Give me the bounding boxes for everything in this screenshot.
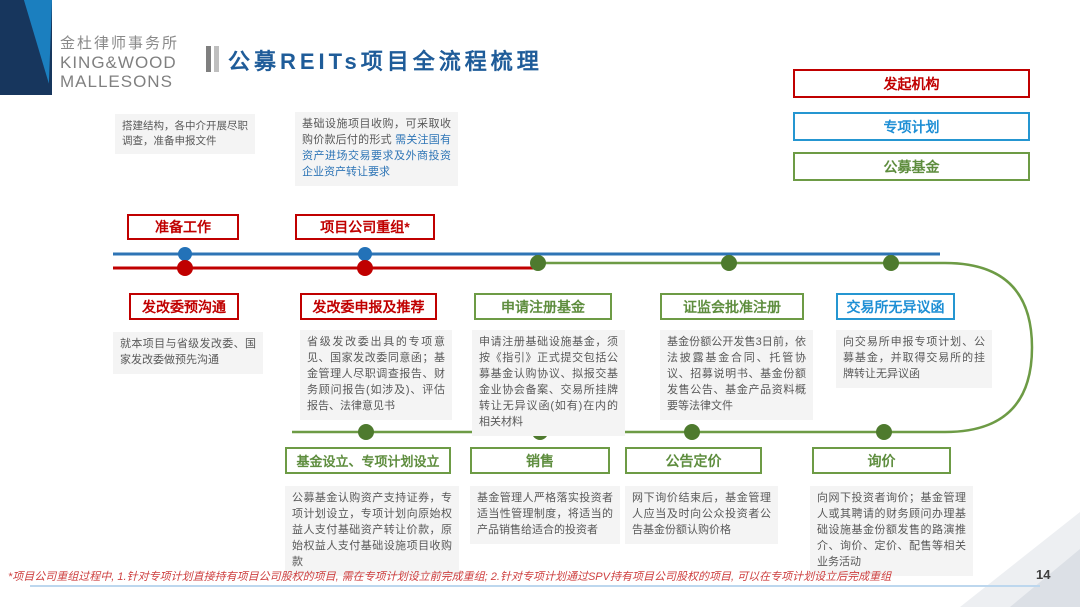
green-node-register bbox=[530, 255, 546, 271]
note-ndrc-filing: 省级发改委出具的专项意见、国家发改委同意函；基金管理人尽职调查报告、财务顾问报告… bbox=[300, 330, 452, 420]
green-node-inquiry bbox=[876, 424, 892, 440]
stage-sale-label: 销售 bbox=[526, 452, 554, 469]
blue-node-prep bbox=[178, 247, 192, 261]
stage-price-announcement-label: 公告定价 bbox=[665, 452, 722, 469]
stage-ndrc-filing-label: 发改委申报及推荐 bbox=[312, 298, 425, 315]
stage-fund-registration-label: 申请注册基金 bbox=[501, 298, 585, 315]
prep-note-acquisition: 基础设施项目收购，可采取收购价款后付的形式 需关注国有资产进场交易要求及外商投资… bbox=[295, 112, 458, 186]
green-node-setup bbox=[358, 424, 374, 440]
stage-preparation: 准备工作 bbox=[127, 214, 239, 240]
prep-note-acquisition-gray: 基础设施项目收购，可采取收购价款后付的形式 bbox=[302, 118, 451, 146]
note-sale: 基金管理人严格落实投资者适当性管理制度，将适当的产品销售给适合的投资者 bbox=[470, 486, 620, 544]
stage-csrc-approval: 证监会批准注册 bbox=[660, 293, 804, 320]
stage-sale: 销售 bbox=[470, 447, 610, 474]
stage-inquiry-label: 询价 bbox=[867, 452, 896, 469]
stage-fund-registration: 申请注册基金 bbox=[474, 293, 612, 320]
legend-special-plan: 专项计划 bbox=[793, 112, 1030, 141]
stage-ndrc-precommunication-label: 发改委预沟通 bbox=[142, 298, 226, 315]
kwm-logo-mark bbox=[0, 0, 52, 95]
stage-preparation-label: 准备工作 bbox=[155, 219, 211, 235]
stage-ndrc-filing: 发改委申报及推荐 bbox=[300, 293, 437, 320]
logo-english-name-line2: MALLESONS bbox=[60, 71, 173, 91]
footer-divider bbox=[30, 585, 1040, 587]
red-node-restructure bbox=[357, 260, 373, 276]
note-csrc-approval: 基金份额公开发售3日前，依法披露基金合同、托管协议、招募说明书、基金份额发售公告… bbox=[660, 330, 813, 420]
stage-ndrc-precommunication: 发改委预沟通 bbox=[129, 293, 239, 320]
note-fund-plan-setup: 公募基金认购资产支持证券，专项计划设立，专项计划向原始权益人支付基础资产转让价款… bbox=[285, 486, 459, 576]
page-title: 公募REITs项目全流程梳理 bbox=[228, 49, 543, 74]
kwm-logo-text: 金杜律师事务所 KING&WOOD MALLESONS bbox=[60, 35, 180, 91]
stage-company-restructure: 项目公司重组* bbox=[295, 214, 435, 240]
stage-csrc-approval-label: 证监会批准注册 bbox=[683, 298, 781, 315]
prep-note-acquisition-blue: 需关注国有资产进场交易要求及外商投资企业资产转让要求 bbox=[302, 133, 452, 178]
note-inquiry: 向网下投资者询价；基金管理人或其聘请的财务顾问办理基础设施基金份额发售的路演推介… bbox=[810, 486, 973, 576]
prep-note-structure: 搭建结构，各中介开展尽职调查，准备申报文件 bbox=[115, 114, 255, 155]
stage-exchange-no-objection-label: 交易所无异议函 bbox=[846, 298, 945, 315]
legend-special-plan-label: 专项计划 bbox=[883, 118, 940, 135]
stage-fund-plan-setup: 基金设立、专项计划设立 bbox=[285, 447, 451, 474]
logo-english-name-line1: KING&WOOD bbox=[60, 52, 177, 72]
title-bars-icon bbox=[206, 46, 219, 72]
note-fund-registration: 申请注册基础设施基金，须按《指引》正式提交包括公募基金认购协议、拟报交基金业协会… bbox=[472, 330, 625, 436]
note-ndrc-precommunication: 就本项目与省级发改委、国家发改委做预先沟通 bbox=[113, 332, 263, 374]
logo-triangle-icon bbox=[23, 0, 52, 84]
logo-chinese-name: 金杜律师事务所 bbox=[60, 35, 180, 52]
note-price-announcement: 网下询价结束后，基金管理人应当及时向公众投资者公告基金份额认购价格 bbox=[625, 486, 778, 544]
blue-node-restructure bbox=[358, 247, 372, 261]
restructure-footnote: *项目公司重组过程中, 1.针对专项计划直接持有项目公司股权的项目, 需在专项计… bbox=[8, 571, 892, 583]
page-number: 14 bbox=[1036, 567, 1051, 582]
red-node-prep bbox=[177, 260, 193, 276]
stage-price-announcement: 公告定价 bbox=[625, 447, 762, 474]
note-exchange-no-objection: 向交易所申报专项计划、公募基金，并取得交易所的挂牌转让无异议函 bbox=[836, 330, 992, 388]
legend-sponsor-label: 发起机构 bbox=[883, 75, 940, 92]
stage-inquiry: 询价 bbox=[812, 447, 951, 474]
title-bar-dark bbox=[206, 46, 211, 72]
stage-fund-plan-setup-label: 基金设立、专项计划设立 bbox=[296, 454, 440, 469]
green-node-csrc bbox=[721, 255, 737, 271]
legend-public-fund-label: 公募基金 bbox=[883, 158, 940, 175]
stage-company-restructure-label: 项目公司重组* bbox=[320, 219, 410, 235]
legend-sponsor: 发起机构 bbox=[793, 69, 1030, 98]
stage-exchange-no-objection: 交易所无异议函 bbox=[836, 293, 955, 320]
green-node-exchange bbox=[883, 255, 899, 271]
title-bar-light bbox=[214, 46, 219, 72]
green-node-pricing bbox=[684, 424, 700, 440]
legend-public-fund: 公募基金 bbox=[793, 152, 1030, 181]
